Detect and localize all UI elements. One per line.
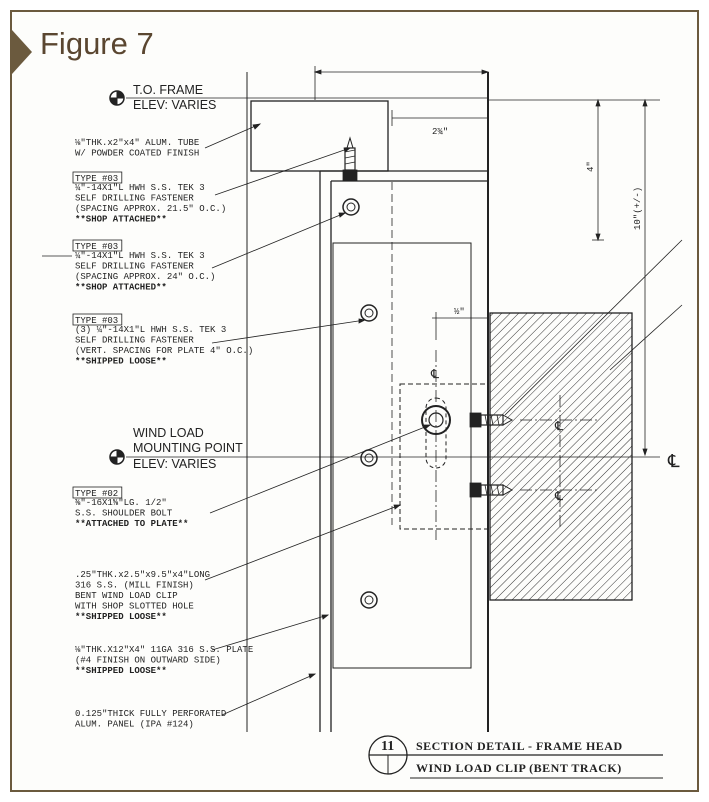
- note-line-plate: **SHIPPED LOOSE**: [75, 666, 167, 676]
- fastener-hole-4: [360, 591, 378, 609]
- fastener-hole-2: [360, 304, 378, 322]
- note-tag-bolt: TYPE #02: [75, 489, 118, 499]
- detail-number: 11: [381, 739, 394, 754]
- leader-lines: [42, 123, 683, 716]
- datum-top-line1: T.O. FRAME: [133, 83, 203, 97]
- note-line-fastener-1: SELF DRILLING FASTENER: [75, 194, 194, 204]
- tek-screw-side-2: [469, 482, 514, 498]
- note-line-plate: ⅛"THK.X12"X4" 11GA 316 S.S. PLATE: [75, 645, 253, 655]
- note-line-plate: (#4 FINISH ON OUTWARD SIDE): [75, 656, 221, 666]
- datum-top: [109, 90, 488, 106]
- datum-mid-line3: ELEV: VARIES: [133, 457, 216, 471]
- note-line-fastener-2: SELF DRILLING FASTENER: [75, 262, 194, 272]
- note-tag-box-bolt: [72, 486, 123, 499]
- centerline-symbol-clip: ℄: [430, 367, 440, 381]
- note-line-fastener-3: **SHIPPED LOOSE**: [75, 357, 167, 367]
- bent-track: [319, 170, 488, 732]
- tek-screw-side-1: [469, 412, 514, 428]
- note-line-panel: 0.125"THICK FULLY PERFORATED: [75, 709, 226, 719]
- title-block: [368, 735, 663, 779]
- dimension-height-total: 10"(+/-): [633, 187, 643, 230]
- note-line-fastener-2: ¼"-14X1"L HWH S.S. TEK 3: [75, 251, 205, 261]
- datum-mid-line2: MOUNTING POINT: [133, 441, 243, 455]
- dimension-width-top: 2¾": [432, 127, 448, 137]
- note-line-fastener-1: ¼"-14X1"L HWH S.S. TEK 3: [75, 183, 205, 193]
- centerline-symbol-screw-1: ℄: [554, 419, 564, 433]
- note-line-fastener-2: (SPACING APPROX. 24" O.C.): [75, 272, 215, 282]
- dimension-lines: [313, 66, 660, 457]
- note-line-clip: 316 S.S. (MILL FINISH): [75, 581, 194, 591]
- note-line-clip: BENT WIND LOAD CLIP: [75, 591, 178, 601]
- note-tag-fastener-3: TYPE #03: [75, 316, 118, 326]
- wind-load-clip: [399, 383, 489, 530]
- note-line-fastener-1: (SPACING APPROX. 21.5" O.C.): [75, 204, 226, 214]
- datum-mid-line1: WIND LOAD: [133, 426, 204, 440]
- note-line-fastener-3: (3) ¼"-14X1"L HWH S.S. TEK 3: [75, 325, 226, 335]
- fasteners: [342, 136, 514, 609]
- note-tag-box-fastener-2: [72, 239, 123, 252]
- note-tag-box-fastener-1: [72, 171, 123, 184]
- note-tag-box-fastener-3: [72, 313, 123, 326]
- detail-title-line2: WIND LOAD CLIP (BENT TRACK): [416, 761, 622, 775]
- note-line-panel: ALUM. PANEL (IPA #124): [75, 720, 194, 730]
- fastener-hole-1: [342, 198, 360, 216]
- note-line-fastener-3: (VERT. SPACING FOR PLATE 4" O.C.): [75, 346, 253, 356]
- note-line-tube: ⅛"THK.x2"x4" ALUM. TUBE: [75, 138, 199, 148]
- note-line-bolt: ⅜"-16X1⅝"LG. 1/2": [75, 498, 167, 508]
- fastener-hole-3: [360, 449, 378, 467]
- detail-title-line1: SECTION DETAIL - FRAME HEAD: [416, 739, 623, 753]
- ss-plate: [332, 242, 472, 669]
- hatched-wall-block: [489, 312, 633, 601]
- centerline-symbol-screw-2: ℄: [554, 489, 564, 503]
- alum-tube: [250, 100, 389, 172]
- note-line-fastener-1: **SHOP ATTACHED**: [75, 215, 167, 225]
- note-line-bolt: **ATTACHED TO PLATE**: [75, 519, 188, 529]
- note-line-clip: WITH SHOP SLOTTED HOLE: [75, 602, 194, 612]
- tek-screw-top: [342, 136, 358, 182]
- note-line-clip: **SHIPPED LOOSE**: [75, 612, 167, 622]
- centerlines: [435, 350, 600, 540]
- dimension-offset-half: ½": [454, 307, 465, 317]
- datum-top-line2: ELEV: VARIES: [133, 98, 216, 112]
- figure-label: Figure 7: [40, 26, 154, 61]
- figure-badge-arrow: [12, 30, 32, 74]
- note-line-fastener-3: SELF DRILLING FASTENER: [75, 336, 194, 346]
- frame-structure: [246, 72, 633, 732]
- note-tag-fastener-1: TYPE #03: [75, 174, 118, 184]
- datum-mid: [109, 449, 660, 465]
- centerline-symbol-datum: ℄: [667, 451, 680, 471]
- note-line-clip: .25"THK.x2.5"x9.5"x4"LONG: [75, 570, 210, 580]
- note-line-tube: W/ POWDER COATED FINISH: [75, 149, 199, 159]
- dimension-height-4: 4": [586, 161, 596, 172]
- note-tag-fastener-2: TYPE #03: [75, 242, 118, 252]
- note-line-fastener-2: **SHOP ATTACHED**: [75, 283, 167, 293]
- note-line-bolt: S.S. SHOULDER BOLT: [75, 509, 173, 519]
